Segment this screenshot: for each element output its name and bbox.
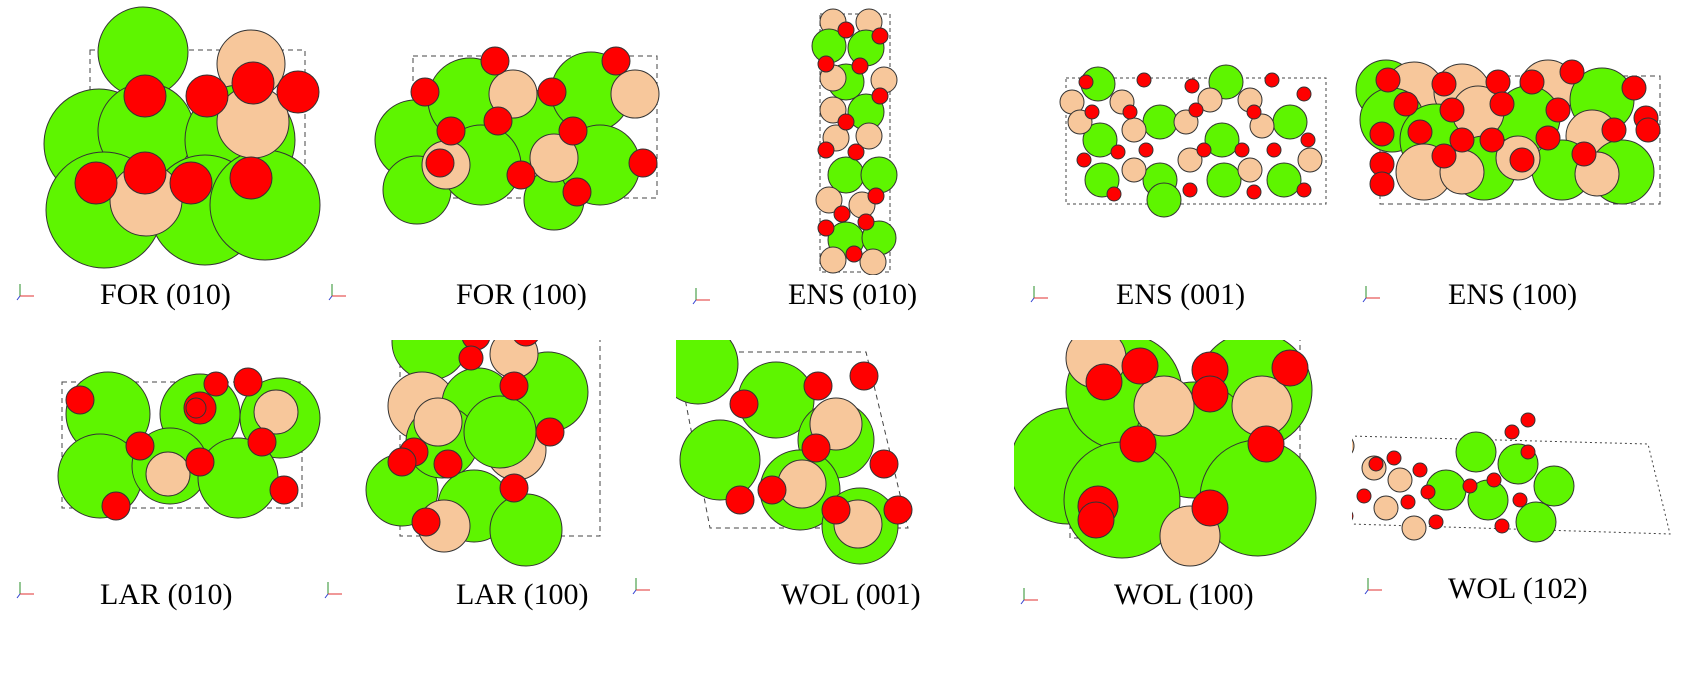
panel-label: WOL (001) [781, 578, 921, 611]
axes-icon [692, 288, 710, 305]
axes-icon [1364, 578, 1382, 595]
panel-lar-010: LAR (010) [0, 340, 321, 670]
panel-ens-001: ENS (001) [1014, 0, 1334, 330]
panel-label: LAR (100) [456, 578, 589, 611]
panel-wol-102: WOL (102) [1352, 340, 1672, 670]
panel-label: WOL (100) [1114, 578, 1254, 611]
panel-wol-001: WOL (001) [632, 340, 996, 670]
crystal-structure-ens-010 [811, 8, 898, 275]
panel-label: FOR (100) [456, 278, 587, 311]
axes-icon [16, 284, 34, 301]
panel-ens-010: ENS (010) [676, 0, 996, 330]
axes-icon [632, 578, 650, 595]
panel-label: ENS (100) [1448, 278, 1578, 311]
crystal-structure-lar-010 [57, 367, 321, 521]
crystal-structure-for-100 [374, 46, 660, 231]
crystal-structure-lar-100 [365, 340, 601, 567]
axes-icon [1030, 286, 1048, 303]
panel-for-010: FOR (010) [0, 0, 321, 330]
axes-icon [1020, 588, 1038, 605]
axes-icon [1362, 286, 1380, 303]
panel-label: FOR (010) [100, 278, 231, 311]
panel-label: ENS (001) [1116, 278, 1246, 311]
panel-label: WOL (102) [1448, 572, 1588, 605]
axes-icon [324, 582, 342, 599]
panel-label: ENS (010) [788, 278, 918, 311]
panel-wol-100: WOL (100) [1014, 340, 1334, 670]
crystal-structure-ens-001 [1059, 64, 1327, 218]
panel-label: LAR (010) [100, 578, 233, 611]
crystal-structure-for-010 [43, 6, 321, 269]
panel-lar-100: LAR (100) [324, 340, 658, 670]
crystal-structure-wol-102 [1352, 412, 1671, 543]
axes-icon [16, 582, 34, 599]
panel-for-100: FOR (100) [328, 0, 660, 330]
panel-ens-100: ENS (100) [1352, 0, 1672, 330]
crystal-structure-wol-001 [676, 340, 913, 565]
axes-icon [328, 284, 346, 301]
crystal-structure-wol-100 [1014, 340, 1317, 567]
crystal-structure-ens-100 [1355, 59, 1661, 205]
